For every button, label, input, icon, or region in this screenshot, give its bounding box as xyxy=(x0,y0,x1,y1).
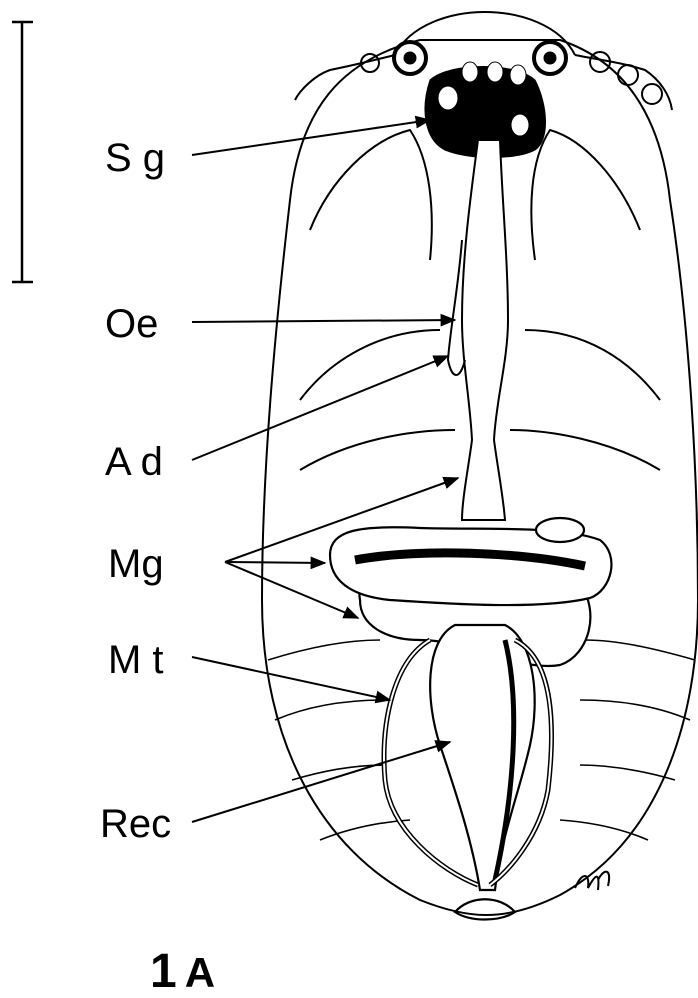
label-accessory-duct: A d xyxy=(105,442,163,482)
label-malpighian-tubules: M t xyxy=(108,640,164,680)
label-oesophagus: Oe xyxy=(105,304,158,344)
label-salivary-gland: S g xyxy=(105,138,165,178)
rectum xyxy=(430,625,535,890)
leader-ad xyxy=(192,356,448,460)
label-midgut: Mg xyxy=(108,544,164,584)
figure-number: 1 xyxy=(150,945,177,998)
leader-sg xyxy=(192,120,430,155)
leader-lines xyxy=(192,120,458,822)
leader-rec xyxy=(192,742,450,822)
leader-mt xyxy=(192,657,390,700)
label-rectum: Rec xyxy=(100,804,171,844)
leader-oe xyxy=(192,320,455,322)
scale-bar xyxy=(12,22,33,282)
figure-letter: A xyxy=(185,949,215,996)
oesophagus xyxy=(448,140,508,520)
leader-mg-2 xyxy=(225,562,325,563)
